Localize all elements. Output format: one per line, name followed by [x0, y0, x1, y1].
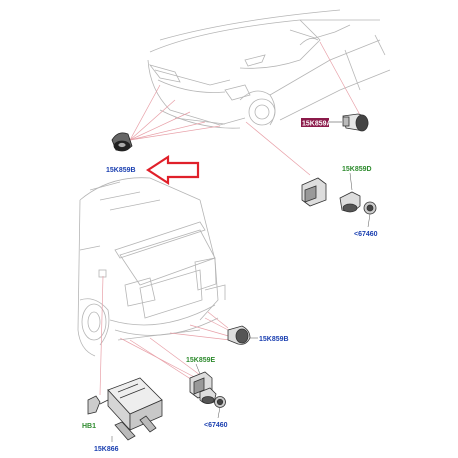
parking-sensor-icon [111, 132, 133, 152]
front-left-sensor-label: 15K859B [106, 167, 136, 174]
parking-sensor-icon [189, 371, 217, 404]
front-highlighted-label: 15K859A [302, 121, 332, 128]
rear-clip-leader [217, 406, 221, 419]
rear-sensor-e-label: 15K859E [186, 357, 216, 364]
rear-right-sensor-label: 15K859B [259, 336, 289, 343]
module-connector-label: HB1 [82, 423, 96, 430]
front-vehicle-line-art [147, 9, 391, 129]
connector-icon [87, 395, 109, 415]
front-sensor-d-label: 15K859D [342, 166, 372, 173]
module-label: 15K866 [94, 446, 119, 453]
rear-leader-lines [99, 275, 233, 396]
rear-vehicle-line-art [77, 177, 226, 357]
front-clip-leader [367, 213, 371, 228]
front-sensor-d-leader [349, 172, 353, 191]
retaining-clip-icon [214, 396, 226, 408]
control-module-icon [107, 377, 163, 441]
parking-sensor-icon [301, 177, 361, 213]
parking-sensor-icon [227, 325, 251, 345]
retaining-clip-icon [363, 201, 377, 215]
front-leader-lines [129, 41, 361, 176]
rear-sensor-e-leader [195, 363, 201, 375]
outline-arrow-left-icon [145, 154, 200, 186]
rear-clip-label: <67460 [204, 422, 228, 429]
front-clip-label: <67460 [354, 231, 378, 238]
highlighted-part-box [301, 118, 329, 127]
parking-sensor-icon [342, 113, 369, 132]
